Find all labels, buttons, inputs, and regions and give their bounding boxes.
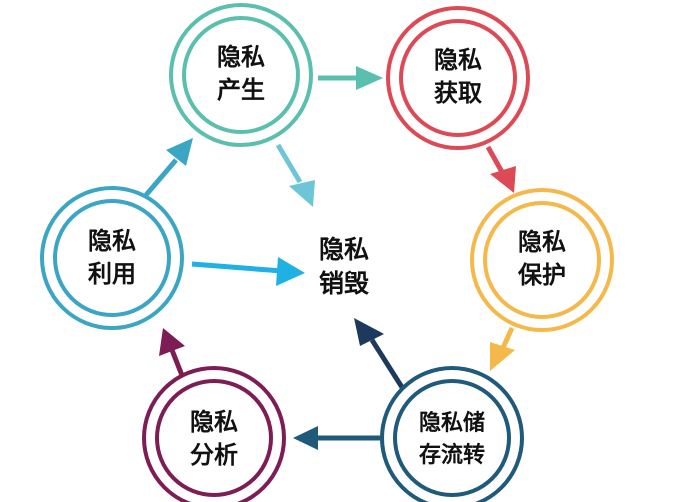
node-use-label-line2: 利用: [88, 260, 136, 288]
node-generate: 隐私 产生: [169, 3, 313, 147]
arrow-acquire-to-protect-head: [490, 166, 516, 193]
arrow-analyze-to-use-line: [169, 349, 186, 379]
arrow-protect-to-storage-line: [499, 326, 515, 352]
node-storage: 隐私储 存流转: [380, 366, 524, 502]
node-analyze-label-line1: 隐私: [190, 408, 238, 436]
arrow-analyze-to-use: [159, 328, 186, 379]
cycle-arrows: [144, 66, 516, 450]
center-label-line2: 销毁: [319, 269, 369, 298]
node-analyze-label-line2: 分析: [190, 441, 238, 469]
arrow-use-to-center-head: [276, 257, 305, 286]
arrow-storage-to-center: [354, 318, 408, 394]
arrow-storage-to-center-head: [354, 318, 384, 346]
arrow-storage-to-analyze: [293, 426, 380, 450]
arrow-generate-to-center-line: [275, 143, 303, 184]
node-protect-inner-ring: [483, 201, 601, 319]
node-analyze-inner-ring: [155, 379, 273, 497]
node-use-label-line1: 隐私: [88, 227, 136, 255]
arrow-storage-to-analyze-head: [293, 426, 318, 450]
arrow-use-to-center: [191, 257, 305, 286]
center-node-destroy: 隐私 销毁: [319, 235, 369, 298]
node-acquire: 隐私 获取: [386, 6, 530, 150]
node-protect-label-line1: 隐私: [518, 228, 566, 256]
arrow-protect-to-storage: [490, 326, 515, 371]
arrow-acquire-to-protect: [485, 145, 516, 193]
node-generate-label-line2: 产生: [217, 76, 265, 104]
arrow-generate-to-acquire-head: [356, 66, 383, 90]
node-protect: 隐私 保护: [470, 188, 614, 332]
node-protect-label-line2: 保护: [517, 261, 566, 289]
arrow-use-to-generate: [144, 138, 193, 197]
arrow-generate-to-acquire: [318, 66, 383, 90]
node-storage-label-line2: 存流转: [419, 442, 485, 468]
node-generate-label-line1: 隐私: [217, 43, 265, 71]
arrow-generate-to-center: [275, 143, 315, 207]
node-acquire-label-line1: 隐私: [434, 46, 482, 74]
arrow-generate-to-center-head: [289, 180, 315, 207]
arrow-storage-to-center-line: [369, 338, 408, 394]
arrow-acquire-to-protect-line: [485, 145, 505, 174]
node-storage-label-line1: 隐私储: [419, 410, 485, 436]
arrow-use-to-center-line: [191, 261, 283, 274]
arrow-protect-to-storage-head: [490, 342, 515, 371]
node-acquire-label-line2: 获取: [434, 79, 482, 107]
arrow-use-to-generate-head: [166, 138, 193, 166]
arrow-analyze-to-use-head: [159, 328, 185, 356]
node-use: 隐私 利用: [40, 186, 184, 330]
node-storage-inner-ring: [393, 379, 511, 497]
arrow-use-to-generate-line: [144, 158, 178, 197]
node-analyze: 隐私 分析: [142, 366, 286, 502]
center-label-line1: 隐私: [319, 235, 369, 264]
node-use-inner-ring: [53, 199, 171, 317]
node-generate-inner-ring: [182, 16, 300, 134]
node-acquire-inner-ring: [399, 19, 517, 137]
